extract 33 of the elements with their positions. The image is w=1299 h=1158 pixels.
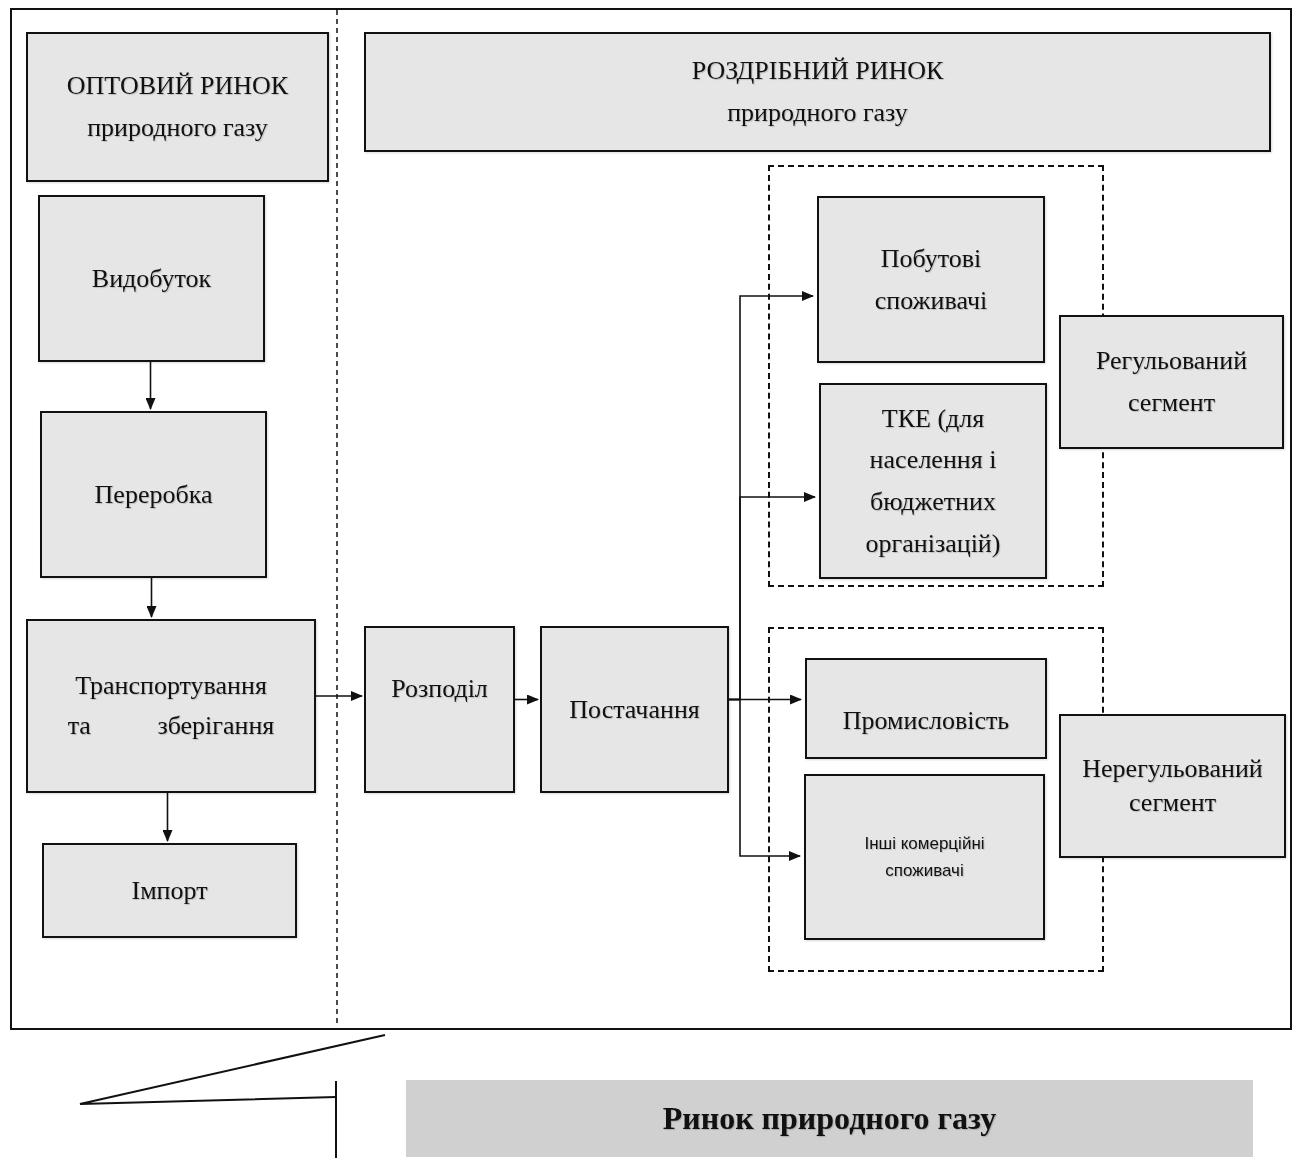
process-box	[819, 383, 1047, 579]
box-label: ТКЕ (для населення і бюджетних організацій)	[864, 402, 1002, 560]
box-label: Переробка	[94, 478, 213, 511]
box-label: Видобуток	[91, 262, 212, 295]
box-sublabel: природного газу	[87, 112, 268, 144]
box-sublabel: природного газу	[727, 97, 908, 129]
process-box	[364, 32, 1271, 152]
box-label: Розподіл	[391, 673, 488, 705]
box-label: Побутові споживачі	[873, 243, 989, 317]
process-box	[540, 626, 729, 793]
box-label: Регульований сегмент	[1094, 345, 1249, 419]
process-box	[38, 195, 265, 362]
process-box	[1059, 315, 1284, 449]
process-box	[40, 411, 267, 578]
process-box	[42, 843, 297, 938]
process-box	[804, 774, 1045, 940]
box-label: Постачання	[569, 693, 700, 726]
box-label: Транспортування та зберігання	[66, 669, 276, 742]
segment-box	[1059, 714, 1286, 858]
process-box	[817, 196, 1045, 363]
box-label: ОПТОВИЙ РИНОК	[66, 70, 289, 103]
box-label: Ринок природного газу	[662, 1098, 997, 1138]
box-label: РОЗДРІБНИЙ РИНОК	[691, 55, 944, 88]
process-box	[805, 658, 1047, 759]
box-label: Інші комерційні споживачі	[863, 832, 986, 882]
outer-frame	[10, 8, 1292, 1030]
box-label: Імпорт	[131, 874, 208, 907]
box-label: Нерегульований сегмент	[1081, 753, 1264, 819]
title-bar	[406, 1080, 1253, 1157]
process-box	[26, 619, 316, 793]
box-label: Промисловість	[842, 705, 1010, 737]
process-box	[26, 32, 329, 182]
process-box	[364, 626, 515, 793]
